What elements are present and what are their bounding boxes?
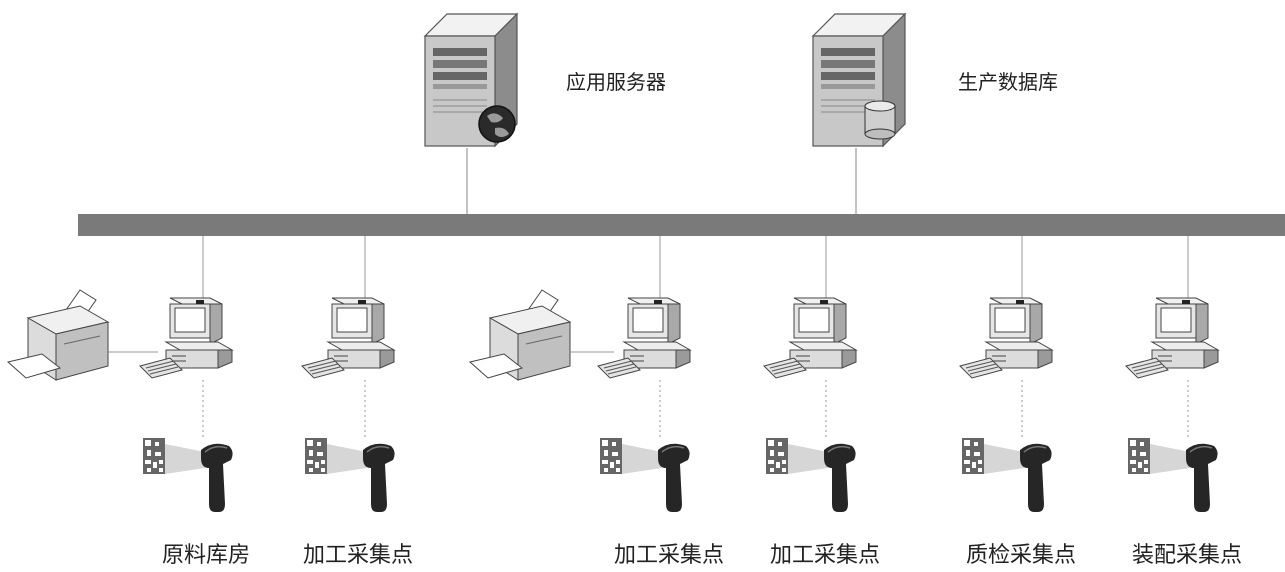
barcode-scanner-icon: [983, 443, 1053, 513]
qr-code-icon: [143, 438, 165, 474]
computer-icon: [1125, 297, 1219, 379]
qr-code-icon: [1128, 438, 1150, 474]
qr-code-icon: [305, 438, 327, 474]
computer-icon: [139, 297, 233, 379]
barcode-scanner-icon: [1149, 443, 1219, 513]
computer-icon: [959, 297, 1053, 379]
computer-icon: [597, 297, 691, 379]
computer-icon: [301, 297, 395, 379]
barcode-scanner-icon: [787, 443, 857, 513]
database-server-icon: [812, 13, 906, 147]
barcode-scanner-icon: [326, 443, 396, 513]
station-label: 质检采集点: [966, 543, 1077, 568]
qr-code-icon: [962, 438, 984, 474]
station-label: 加工采集点: [303, 543, 414, 568]
station-label: 装配采集点: [1132, 543, 1243, 568]
qr-code-icon: [766, 438, 788, 474]
printer-icon: [469, 289, 571, 381]
printer-icon: [7, 289, 109, 381]
barcode-scanner-icon: [164, 443, 234, 513]
qr-code-icon: [600, 438, 622, 474]
station-label: 加工采集点: [614, 543, 725, 568]
server-label: 应用服务器: [566, 70, 666, 94]
station-label: 原料库房: [162, 543, 251, 568]
station-label: 加工采集点: [770, 543, 881, 568]
computer-icon: [763, 297, 857, 379]
application-server-icon: [424, 13, 518, 147]
barcode-scanner-icon: [621, 443, 691, 513]
server-label: 生产数据库: [958, 70, 1058, 94]
network-bus: [78, 214, 1285, 236]
